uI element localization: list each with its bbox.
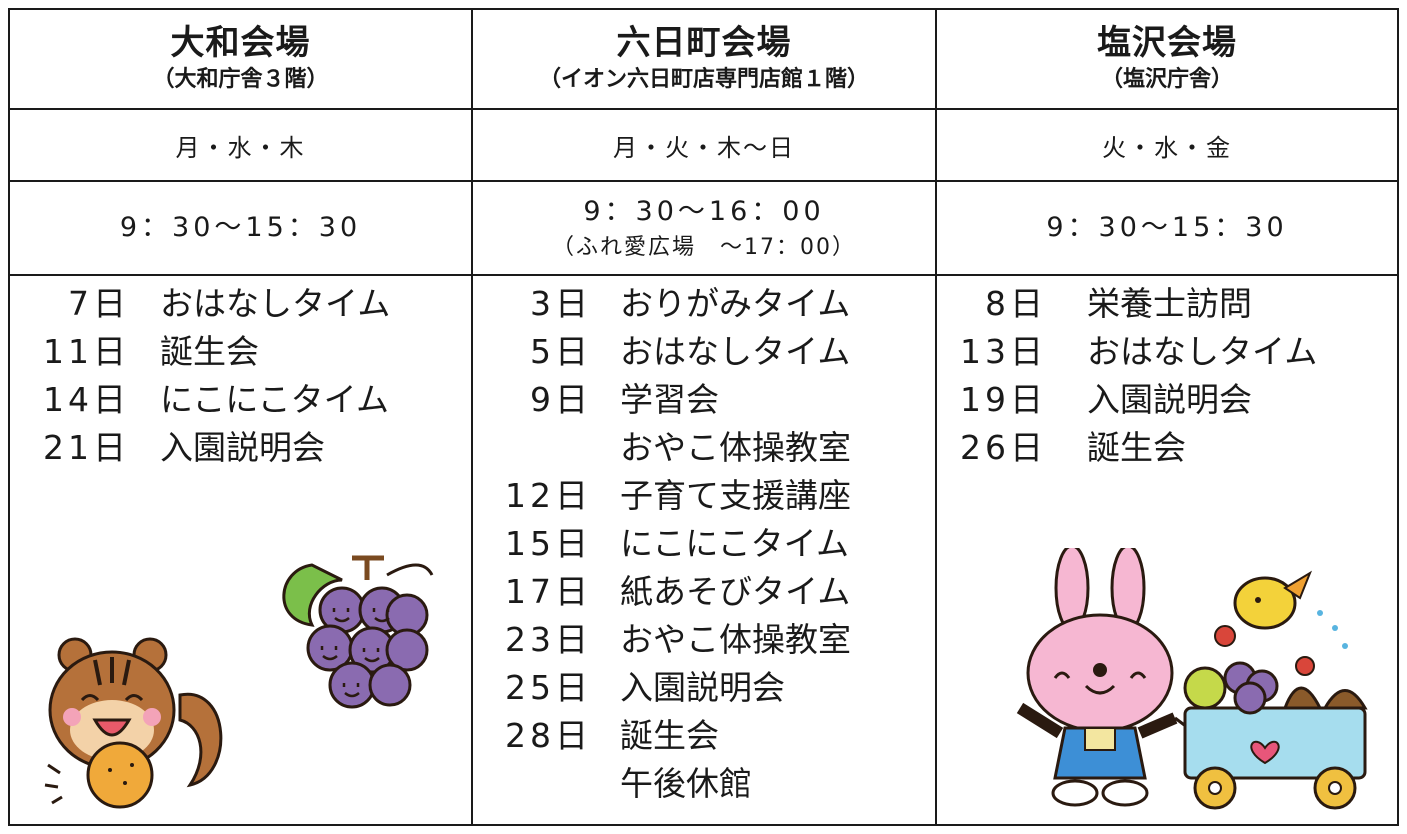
event-day: 21日: [43, 428, 130, 467]
venue-name: 塩沢会場: [1097, 23, 1237, 64]
event-day: 26日: [960, 428, 1047, 467]
open-days: 月・水・木: [175, 133, 306, 162]
open-hours: 9：30～15：30: [1046, 212, 1288, 244]
event-day: 25日: [505, 668, 592, 707]
rabbit-with-fruit-cart-icon: [1016, 548, 1368, 810]
event-day: 17日: [505, 572, 592, 611]
event-title: にこにこタイム: [620, 524, 850, 563]
venue-header-shiozawa: 塩沢会場 （塩沢庁舎）: [937, 10, 1397, 108]
row-divider: [10, 274, 1397, 276]
list-item: 11日誕生会: [20, 328, 460, 376]
open-hours: 9：30～15：30: [119, 212, 362, 244]
event-day: 8日: [985, 284, 1047, 323]
venue-name: 六日町会場: [616, 23, 792, 64]
venue-place: （イオン六日町店専門店館１階）: [538, 66, 869, 92]
event-day: 7日: [68, 284, 130, 323]
event-day: 15日: [505, 524, 592, 563]
list-item: 14日にこにこタイム: [20, 376, 460, 424]
column-divider: [471, 10, 473, 824]
event-title: 紙あそびタイム: [620, 572, 851, 611]
row-divider: [10, 108, 1397, 110]
venue-name: 大和会場: [170, 23, 311, 64]
list-item: 25日入園説明会: [482, 664, 927, 712]
list-item: 17日紙あそびタイム: [482, 568, 927, 616]
open-days: 火・水・金: [1102, 133, 1232, 162]
list-item: 13日 おはなしタイム: [947, 328, 1392, 376]
event-day: 12日: [505, 476, 592, 515]
row-divider: [10, 180, 1397, 182]
event-title: 入園説明会: [620, 668, 785, 707]
open-days: 月・火・木～日: [613, 133, 795, 162]
event-title: おはなしタイム: [1087, 332, 1318, 371]
event-day: 11日: [43, 332, 130, 371]
event-list-shiozawa: 8日 栄養士訪問 13日 おはなしタイム 19日 入園説明会 26日 誕生会: [947, 280, 1392, 472]
event-day: 9日: [530, 380, 592, 419]
event-day: 19日: [960, 380, 1047, 419]
event-title: にこにこタイム: [160, 380, 390, 419]
event-title: 入園説明会: [1087, 380, 1252, 419]
list-item: 15日にこにこタイム: [482, 520, 927, 568]
list-item: 12日子育て支援講座: [482, 472, 927, 520]
list-item: 午後休館: [482, 760, 927, 808]
event-title: 学習会: [620, 380, 719, 419]
event-title: 栄養士訪問: [1087, 284, 1252, 323]
event-list-muikamachi: 3日おりがみタイム 5日おはなしタイム 9日学習会 おやこ体操教室 12日子育て…: [482, 280, 927, 808]
venue-place: （塩沢庁舎）: [1100, 66, 1233, 92]
open-hours-cell: 9：30～16：00 （ふれ愛広場 ～17：00）: [473, 182, 935, 274]
list-item: 19日 入園説明会: [947, 376, 1392, 424]
venue-header-yamato: 大和会場 （大和庁舎３階）: [10, 10, 471, 108]
squirrel-with-orange-icon: [44, 637, 223, 809]
list-item: 28日誕生会: [482, 712, 927, 760]
event-title: 午後休館: [620, 764, 752, 803]
event-day: 13日: [960, 332, 1047, 371]
event-title: 誕生会: [620, 716, 719, 755]
venue-header-muikamachi: 六日町会場 （イオン六日町店専門店館１階）: [473, 10, 935, 108]
smiling-grapes-icon: [282, 555, 434, 709]
venue-place: （大和庁舎３階）: [152, 66, 329, 92]
list-item: 23日おやこ体操教室: [482, 616, 927, 664]
event-title: 子育て支援講座: [620, 476, 851, 515]
event-day: 5日: [530, 332, 592, 371]
list-item: 8日 栄養士訪問: [947, 280, 1392, 328]
list-item: おやこ体操教室: [482, 424, 927, 472]
list-item: 3日おりがみタイム: [482, 280, 927, 328]
event-title: 誕生会: [160, 332, 259, 371]
event-list-yamato: 7日おはなしタイム 11日誕生会 14日にこにこタイム 21日入園説明会: [20, 280, 460, 472]
list-item: 9日学習会: [482, 376, 927, 424]
event-title: 誕生会: [1087, 428, 1186, 467]
event-title: おやこ体操教室: [620, 620, 851, 659]
event-title: おりがみタイム: [620, 284, 851, 323]
open-hours-note: （ふれ愛広場 ～17：00）: [552, 235, 856, 261]
event-day: 14日: [43, 380, 130, 419]
event-title: 入園説明会: [160, 428, 325, 467]
list-item: 21日入園説明会: [20, 424, 460, 472]
list-item: 7日おはなしタイム: [20, 280, 460, 328]
event-day: 23日: [505, 620, 592, 659]
event-day: 3日: [530, 284, 592, 323]
event-title: おはなしタイム: [160, 284, 391, 323]
column-divider: [935, 10, 937, 824]
event-title: おはなしタイム: [620, 332, 851, 371]
open-hours: 9：30～16：00: [583, 195, 825, 227]
event-day: 28日: [505, 716, 592, 755]
event-title: おやこ体操教室: [620, 428, 851, 467]
list-item: 5日おはなしタイム: [482, 328, 927, 376]
open-hours-cell: 9：30～15：30: [10, 182, 471, 274]
open-hours-cell: 9：30～15：30: [937, 182, 1397, 274]
schedule-table: 大和会場 （大和庁舎３階） 六日町会場 （イオン六日町店専門店館１階） 塩沢会場…: [8, 8, 1399, 826]
list-item: 26日 誕生会: [947, 424, 1392, 472]
